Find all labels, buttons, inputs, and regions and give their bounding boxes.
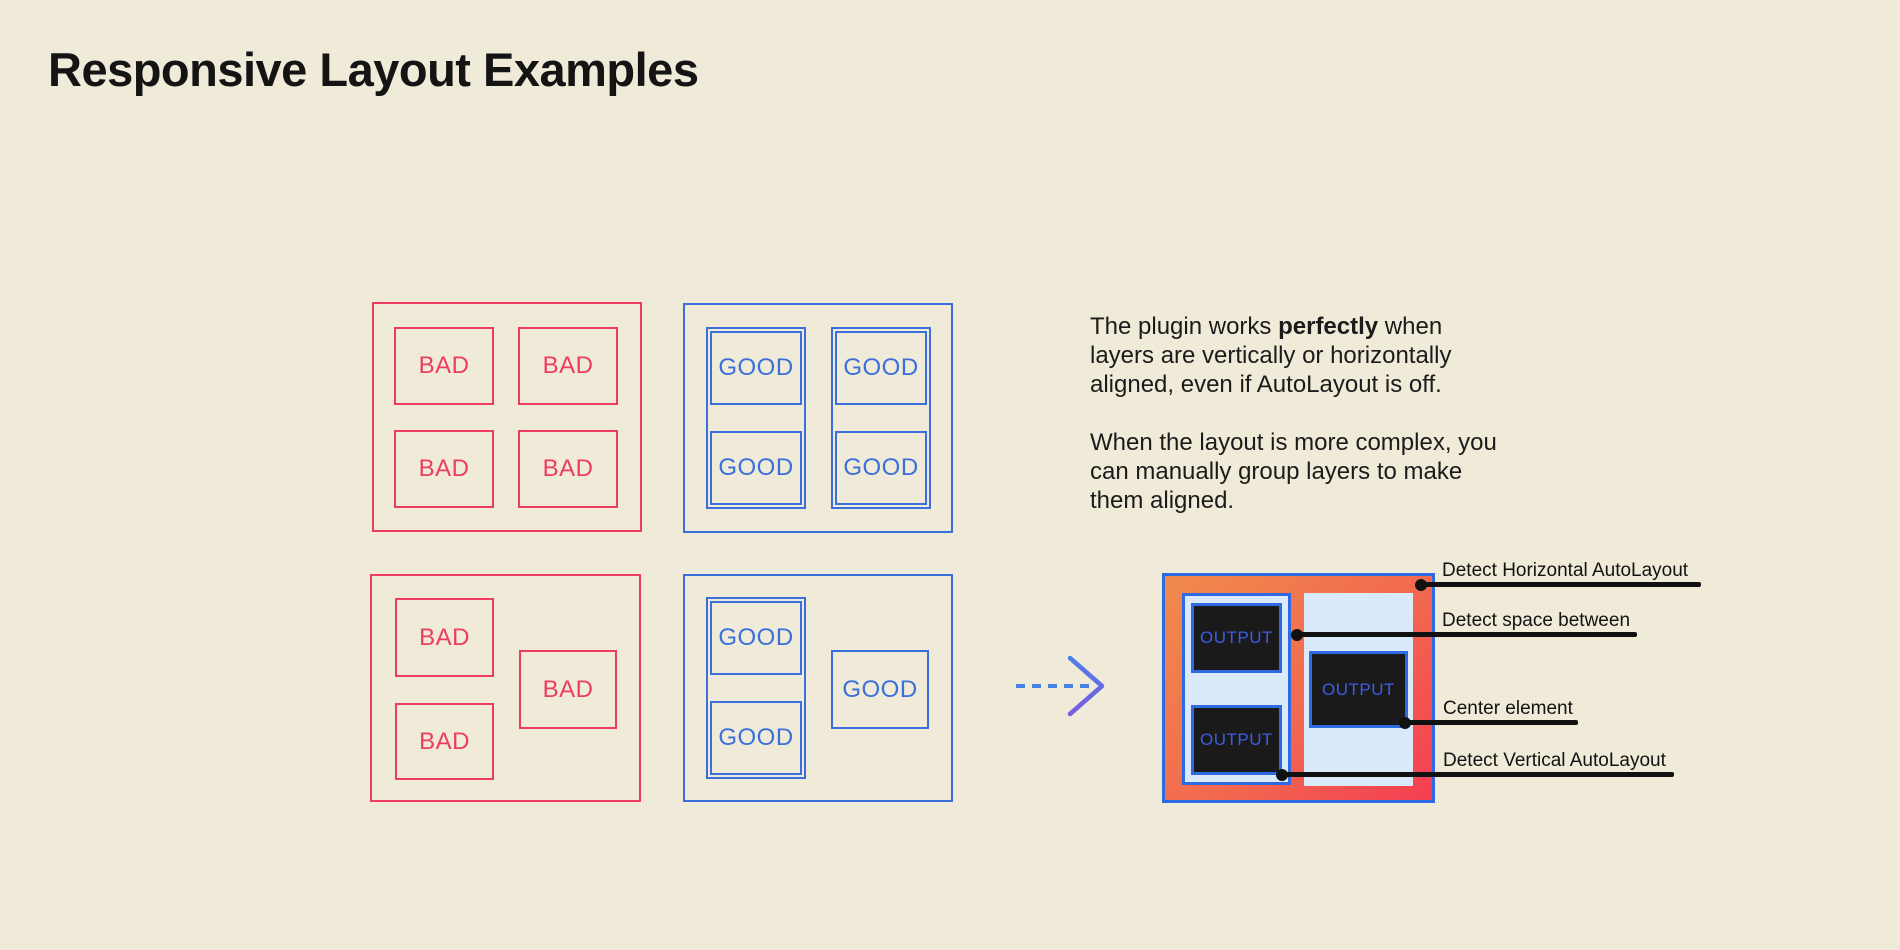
annotation-label-space-between: Detect space between [1442, 610, 1631, 631]
annotation-label-horizontal-autolayout: Detect Horizontal AutoLayout [1442, 560, 1689, 581]
output-box: OUTPUT [1191, 705, 1282, 775]
layer-group: GOOD GOOD [706, 597, 806, 779]
bad-box: BAD [395, 598, 494, 677]
example-good-complex: GOOD GOOD GOOD [683, 574, 953, 802]
bad-box: BAD [394, 430, 494, 508]
arrow-right-icon [1016, 655, 1105, 717]
output-box: OUTPUT [1309, 651, 1408, 728]
good-box: GOOD [835, 431, 927, 505]
good-box: GOOD [710, 701, 802, 775]
description-bold-span: perfectly [1278, 313, 1379, 340]
layer-group: GOOD GOOD [706, 327, 806, 509]
annotation-line [1282, 772, 1674, 777]
bad-box: BAD [395, 703, 494, 780]
bad-box: BAD [394, 327, 494, 405]
output-diagram: OUTPUT OUTPUT OUTPUT [1162, 573, 1435, 803]
description-text-span: when layers are vertically or horizontal… [1090, 313, 1452, 398]
bad-box: BAD [519, 650, 617, 729]
good-box: GOOD [831, 650, 929, 729]
annotation-line [1297, 632, 1637, 637]
layer-group: GOOD GOOD [831, 327, 931, 509]
good-box: GOOD [710, 601, 802, 675]
example-bad-aligned: BAD BAD BAD BAD [372, 302, 642, 532]
annotation-dot [1291, 629, 1303, 641]
example-good-aligned: GOOD GOOD GOOD GOOD [683, 303, 953, 533]
description-text-span: The plugin works [1090, 313, 1279, 340]
annotation-label-vertical-autolayout: Detect Vertical AutoLayout [1443, 750, 1666, 771]
output-box: OUTPUT [1191, 603, 1282, 673]
annotation-dot [1415, 579, 1427, 591]
annotation-dot [1399, 717, 1411, 729]
annotation-dot [1276, 769, 1288, 781]
good-box: GOOD [710, 431, 802, 505]
good-box: GOOD [710, 331, 802, 405]
description-paragraph-2: When the layout is more complex, you can… [1090, 429, 1497, 514]
bad-box: BAD [518, 327, 618, 405]
description-text: The plugin works perfectly when layers a… [1090, 312, 1560, 544]
bad-box: BAD [518, 430, 618, 508]
annotation-line [1405, 720, 1578, 725]
output-vertical-group: OUTPUT OUTPUT [1182, 593, 1291, 785]
good-box: GOOD [835, 331, 927, 405]
annotation-label-center-element: Center element [1443, 698, 1573, 719]
example-bad-complex: BAD BAD BAD [370, 574, 641, 802]
description-paragraph-1: The plugin works perfectly when layers a… [1090, 312, 1560, 399]
page-title: Responsive Layout Examples [48, 43, 699, 96]
output-center-column: OUTPUT [1304, 593, 1413, 786]
annotation-line [1421, 582, 1701, 587]
